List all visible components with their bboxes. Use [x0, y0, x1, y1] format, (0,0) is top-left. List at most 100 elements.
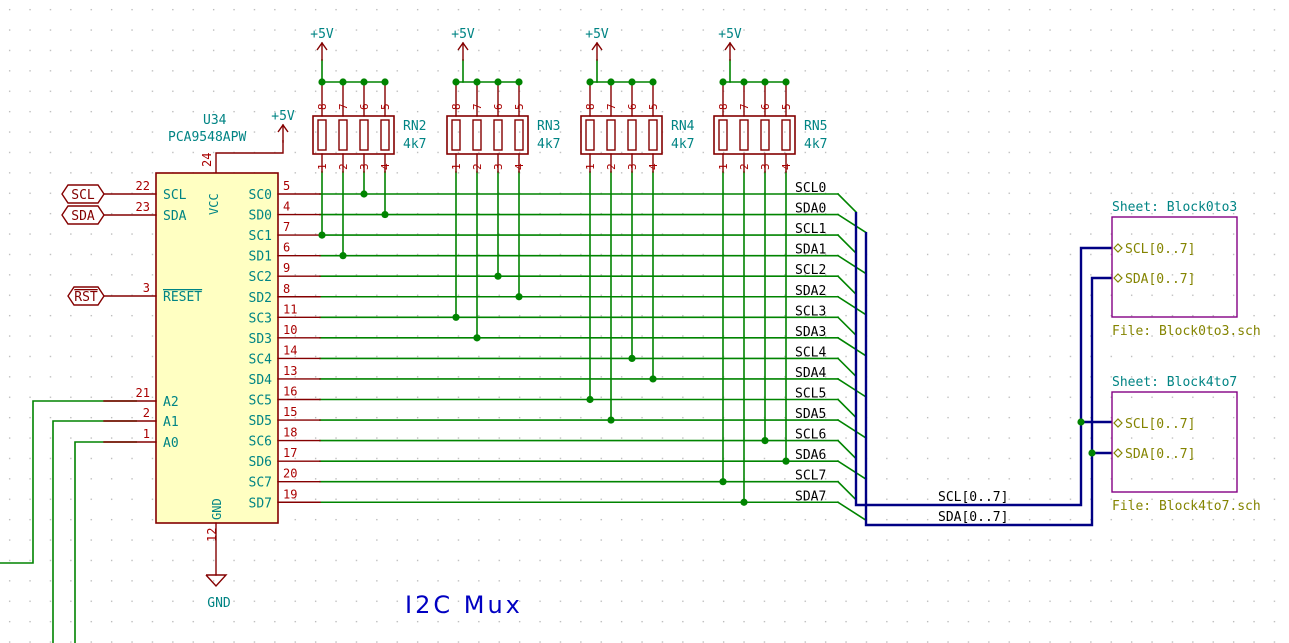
ic-right-pin-number: 6	[283, 241, 290, 255]
power-label: +5V	[718, 27, 742, 42]
net-label: SCL7	[795, 469, 826, 484]
schematic-title: I2C Mux	[405, 591, 523, 619]
net-label: SCL0	[795, 181, 826, 196]
pullup-junction	[360, 190, 368, 198]
rn-bottom-pin-number: 4	[379, 163, 392, 170]
rn-bottom-pin-number: 3	[358, 163, 371, 170]
rn-outline	[713, 115, 796, 155]
pullup-junction	[607, 416, 615, 424]
bus-entry	[836, 295, 868, 316]
pullup-junction	[740, 498, 748, 506]
ic-right-pin-number: 11	[283, 302, 297, 316]
rn-power-symbol: +5V	[310, 27, 334, 61]
rn-top-pin-number: 8	[450, 103, 463, 110]
rn-power-symbol: +5V	[585, 27, 609, 61]
ic-value: PCA9548APW	[168, 130, 246, 145]
ic-right-pin-name: SD5	[249, 414, 272, 429]
rn-bottom-pin-number: 2	[605, 163, 618, 170]
rn-power-symbol: +5V	[718, 27, 742, 61]
rn-top-pin-number: 5	[379, 103, 392, 110]
ic-right-pin-name: SC5	[249, 394, 272, 409]
rn-top-junction	[628, 78, 636, 86]
ic-right-pin-number: 16	[283, 385, 297, 399]
net-label: SDA5	[795, 407, 826, 422]
pullup-junction	[452, 313, 460, 321]
sheet-pin-label: SDA[0..7]	[1125, 272, 1195, 287]
ic-right-pin-number: 20	[283, 467, 297, 481]
ic-right-pin-number: 19	[283, 487, 297, 501]
net-label: SCL1	[795, 222, 826, 237]
net-label: SCL6	[795, 428, 826, 443]
ic-ref: U34	[203, 113, 227, 128]
rn-bottom-pin-number: 1	[450, 163, 463, 170]
junctions-layer	[318, 78, 1096, 506]
bus-label: SCL[0..7]	[938, 490, 1008, 505]
rn-bottom-pin-number: 1	[316, 163, 329, 170]
rn-bottom-pin-number: 3	[759, 163, 772, 170]
rn-resistor-element	[451, 119, 461, 151]
power-arrow	[277, 123, 289, 133]
global-label: SCL	[61, 184, 105, 204]
rn-top-pin-number: 5	[780, 103, 793, 110]
text-layer: SCL0SDA0SCL1SDA1SCL2SDA2SCL3SDA3SCL4SDA4…	[795, 181, 1008, 525]
ic-vcc-pin	[215, 140, 284, 173]
bus-entry	[836, 460, 868, 481]
rn-bottom-pin-number: 3	[492, 163, 505, 170]
global-label: SDA	[61, 205, 105, 225]
pullup-junction	[318, 231, 326, 239]
global-label-text: SCL	[71, 188, 95, 203]
rn-top-junction	[318, 78, 326, 86]
power-arrow	[457, 41, 469, 51]
ic-vcc-pin-name: VCC	[207, 193, 221, 215]
rn-bottom-pin-number: 4	[647, 163, 660, 170]
rn-top-junction	[494, 78, 502, 86]
rn-top-pin-number: 8	[316, 103, 329, 110]
ic-right-pin-name: SC2	[249, 270, 272, 285]
global-label: RST	[67, 286, 105, 306]
rn-top-pin-number: 7	[605, 103, 618, 110]
bus-entry	[836, 398, 858, 419]
sheet-pin-label: SCL[0..7]	[1125, 417, 1195, 432]
ic-right-pin-number: 5	[283, 179, 290, 193]
ic-right-pin-number: 13	[283, 364, 297, 378]
pullup-junction	[586, 395, 594, 404]
rn-bottom-pin-number: 4	[780, 163, 793, 170]
ic-left-pin-name: A1	[163, 415, 179, 430]
sheet-pin-marker	[1113, 243, 1123, 253]
pullup-junction	[339, 252, 347, 260]
rn-top-junction	[649, 78, 657, 86]
pullup-junction	[494, 272, 502, 280]
rn-top-pin-number: 7	[337, 103, 350, 110]
bus-junction	[1077, 418, 1085, 426]
power-label: +5V	[271, 109, 295, 124]
ic-gnd-pin-number: 12	[205, 528, 219, 542]
bus-entry	[836, 316, 858, 337]
rn-top-junction	[719, 78, 727, 86]
rn-resistor-element	[648, 119, 658, 151]
net-label: SCL3	[795, 304, 826, 319]
rn-outline	[580, 115, 663, 155]
ic-right-pin-number: 17	[283, 446, 297, 460]
parts-layer: U34PCA9548APWVCC24GND12GNDSCL22SDA23RESE…	[61, 27, 1261, 611]
power-arrow	[724, 41, 736, 51]
pullup-junction	[761, 437, 769, 445]
net-label: SCL2	[795, 263, 826, 278]
rn-resistor-element	[739, 119, 749, 151]
rn-bottom-pin-number: 3	[626, 163, 639, 170]
rn-top-junction	[515, 78, 523, 86]
ic-right-pin-name: SD2	[249, 291, 272, 306]
ic-right-pin-number: 7	[283, 220, 290, 234]
ic-right-pin-number: 9	[283, 261, 290, 275]
gnd-label: GND	[207, 596, 231, 611]
bus-entry	[836, 336, 868, 357]
ic-right-pin-name: SC3	[249, 311, 272, 326]
pullup-junction	[719, 478, 727, 486]
ic-right-pin-name: SC1	[249, 229, 272, 244]
rn-top-junction	[586, 78, 594, 86]
rn-bottom-pin-number: 2	[471, 163, 484, 170]
gnd-symbol	[205, 574, 228, 588]
